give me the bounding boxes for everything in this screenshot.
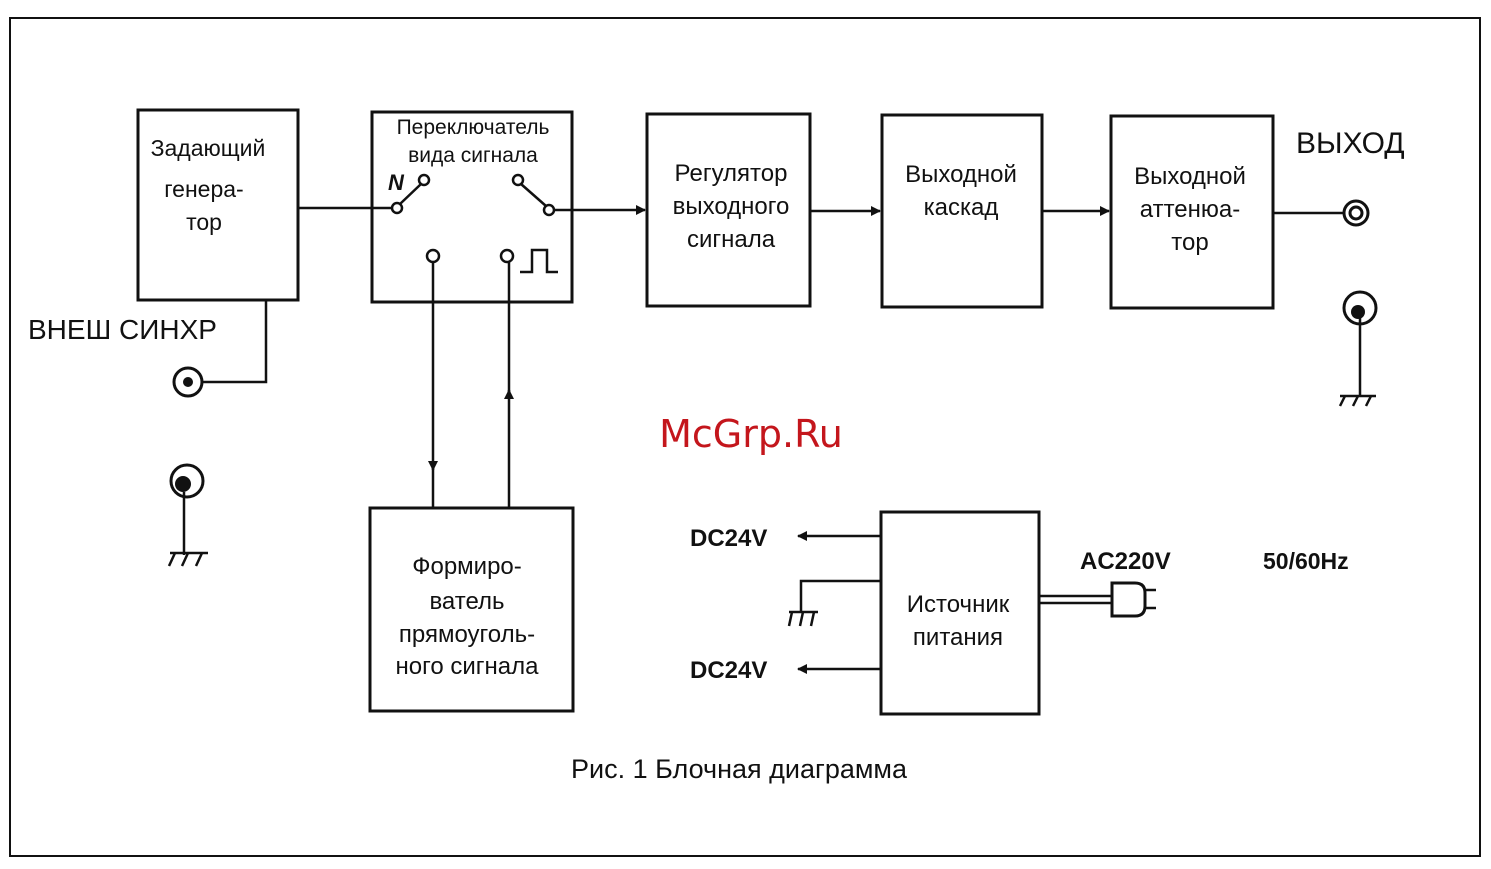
shaper-line-2: ватель [429, 588, 504, 615]
level-line-3: сигнала [687, 226, 776, 253]
psu-line-1: Источник [907, 591, 1010, 618]
out-stage-line-1: Выходной [905, 161, 1017, 188]
switch-line-2: вида сигнала [408, 144, 538, 167]
output-label: ВЫХОД [1296, 127, 1405, 160]
atten-line-3: тор [1171, 229, 1208, 256]
master-gen-line-1: Задающий [151, 135, 266, 161]
master-gen-line-3: тор [186, 209, 222, 235]
figure-caption: Рис. 1 Блочная диаграмма [571, 754, 908, 784]
ac-label: AC220V [1080, 548, 1171, 575]
signal-switch-block: Переключатель вида сигнала N [372, 112, 572, 302]
freq-label: 50/60Hz [1263, 548, 1349, 574]
out-stage-line-2: каскад [924, 194, 999, 221]
output-stage-block: Выходной каскад [882, 115, 1042, 307]
shaper-line-3: прямоуголь- [399, 621, 535, 648]
dc-bottom-label: DC24V [690, 657, 767, 684]
ext-sync-ground-icon [169, 465, 208, 566]
output-ground-icon [1340, 292, 1376, 406]
ac-plug-icon [1112, 583, 1156, 616]
switch-line-1: Переключатель [397, 116, 550, 139]
level-line-1: Регулятор [675, 160, 788, 187]
output-attenuator-block: Выходной аттенюа- тор [1111, 116, 1273, 308]
psu-line-2: питания [913, 624, 1003, 651]
square-shaper-block: Формиро- ватель прямоуголь- ного сигнала [370, 508, 573, 711]
power-supply-block: Источник питания [881, 512, 1039, 714]
level-regulator-block: Регулятор выходного сигнала [647, 114, 810, 306]
master-generator-block: Задающий генера- тор [138, 110, 298, 300]
level-line-2: выходного [673, 193, 790, 220]
switch-sine-symbol: N [388, 170, 405, 195]
output-jack-icon [1344, 201, 1368, 225]
ext-sync-jack-icon [174, 368, 202, 396]
ext-sync-label: ВНЕШ СИНХР [28, 314, 217, 345]
master-gen-line-2: генера- [164, 176, 243, 202]
square-wave-icon [520, 250, 558, 272]
dc-top-label: DC24V [690, 525, 767, 552]
shaper-line-4: ного сигнала [396, 653, 540, 680]
watermark: McGrp.Ru [659, 412, 843, 456]
atten-line-1: Выходной [1134, 163, 1246, 190]
shaper-line-1: Формиро- [412, 553, 522, 580]
atten-line-2: аттенюа- [1140, 196, 1240, 223]
